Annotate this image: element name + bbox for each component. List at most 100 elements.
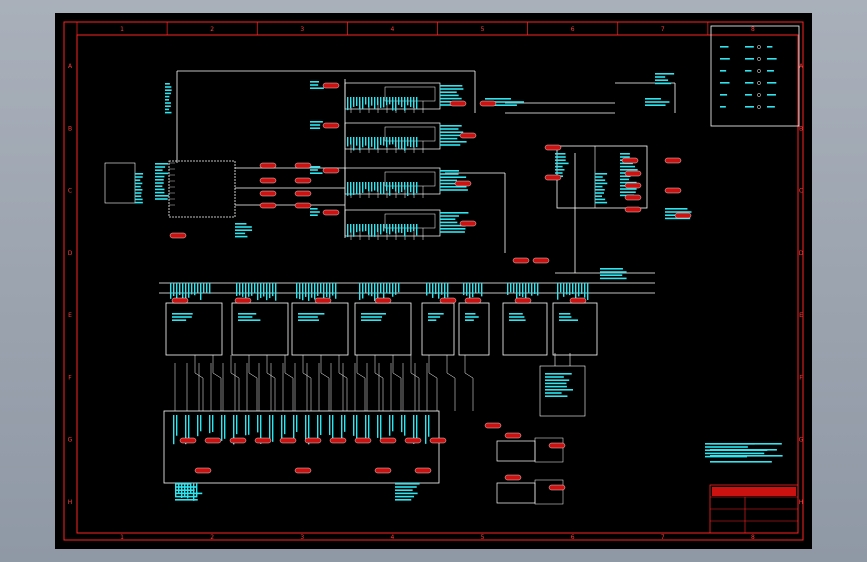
outer-frame xyxy=(63,21,804,541)
label-stroke xyxy=(401,415,403,433)
label-stroke xyxy=(260,415,262,444)
label-stroke xyxy=(310,87,324,89)
label-stroke xyxy=(545,385,567,388)
label-stroke xyxy=(545,395,568,397)
label-stroke xyxy=(135,173,144,175)
label-stroke xyxy=(299,283,301,300)
label-stroke xyxy=(404,415,406,436)
row-label: G xyxy=(68,437,73,444)
row-label: H xyxy=(799,499,804,506)
label-stroke xyxy=(620,162,633,165)
label-stroke xyxy=(413,182,415,196)
cable-tag xyxy=(229,437,247,444)
label-stroke xyxy=(272,283,274,297)
label-clusters xyxy=(135,46,777,501)
label-stroke xyxy=(368,224,370,235)
label-stroke xyxy=(269,415,271,440)
label-stroke xyxy=(236,283,238,296)
label-stroke xyxy=(389,137,391,145)
label-stroke xyxy=(212,415,214,433)
label-stroke xyxy=(745,58,754,60)
column-label: 1 xyxy=(120,534,124,541)
label-stroke xyxy=(428,313,444,315)
wire xyxy=(248,355,258,411)
label-stroke xyxy=(353,137,355,151)
label-stroke xyxy=(395,489,413,491)
column-label: 7 xyxy=(661,534,665,541)
label-stroke xyxy=(165,102,171,104)
drive-units xyxy=(165,302,598,356)
label-stroke xyxy=(401,137,403,149)
label-stroke xyxy=(441,283,443,295)
label-stroke xyxy=(235,229,253,231)
label-stroke xyxy=(413,97,415,108)
label-stroke xyxy=(347,182,349,196)
label-stroke xyxy=(335,283,337,299)
label-stroke xyxy=(410,97,412,107)
label-stroke xyxy=(238,319,261,321)
row-label: F xyxy=(68,374,72,381)
label-stroke xyxy=(386,283,388,294)
label-stroke xyxy=(509,313,523,315)
label-stroke xyxy=(620,188,637,190)
label-stroke xyxy=(305,283,307,297)
label-stroke xyxy=(392,415,394,432)
label-stroke xyxy=(386,137,388,148)
label-stroke xyxy=(469,283,471,301)
column-label: 6 xyxy=(571,26,575,33)
label-stroke xyxy=(595,195,603,197)
label-stroke xyxy=(386,97,388,106)
label-stroke xyxy=(398,137,400,149)
label-stroke xyxy=(353,182,355,196)
label-stroke xyxy=(475,283,477,293)
label-stroke xyxy=(665,208,688,210)
label-stroke xyxy=(440,97,462,100)
label-stroke xyxy=(200,283,202,300)
label-stroke xyxy=(440,141,467,143)
label-stroke xyxy=(519,283,521,297)
label-stroke xyxy=(314,283,316,300)
label-stroke xyxy=(350,182,352,196)
cable-tag xyxy=(254,437,272,444)
label-stroke xyxy=(392,182,394,190)
cable-tag xyxy=(294,190,312,197)
cable-tag xyxy=(664,187,682,194)
cable-tag xyxy=(171,297,189,304)
label-stroke xyxy=(359,182,361,194)
label-stroke xyxy=(239,283,241,296)
label-stroke xyxy=(235,235,248,238)
label-stroke xyxy=(563,283,565,297)
label-stroke xyxy=(665,217,691,220)
label-stroke xyxy=(347,97,349,111)
label-stroke xyxy=(386,224,388,233)
label-stroke xyxy=(705,443,755,445)
label-stroke xyxy=(745,82,754,84)
label-stroke xyxy=(440,176,467,178)
label-stroke xyxy=(368,415,370,438)
label-stroke xyxy=(413,137,415,148)
label-stroke xyxy=(655,82,672,85)
cable-tag xyxy=(374,467,392,474)
label-stroke xyxy=(555,172,563,174)
row-label: C xyxy=(68,188,72,195)
label-stroke xyxy=(416,415,418,442)
drive-box xyxy=(165,302,223,356)
label-stroke xyxy=(356,97,358,106)
wire xyxy=(338,355,348,411)
label-stroke xyxy=(356,182,358,195)
cable-tag xyxy=(322,122,340,129)
label-stroke xyxy=(260,283,262,298)
label-stroke xyxy=(600,274,623,276)
cable-tag xyxy=(322,82,340,89)
label-stroke xyxy=(155,195,169,197)
label-stroke xyxy=(410,224,412,233)
cable-tag xyxy=(484,422,502,429)
label-stroke xyxy=(407,97,409,106)
label-stroke xyxy=(572,283,574,295)
label-stroke xyxy=(438,283,440,299)
label-stroke xyxy=(380,224,382,235)
wire xyxy=(212,355,222,411)
label-stroke xyxy=(383,97,385,108)
label-stroke xyxy=(284,415,286,435)
